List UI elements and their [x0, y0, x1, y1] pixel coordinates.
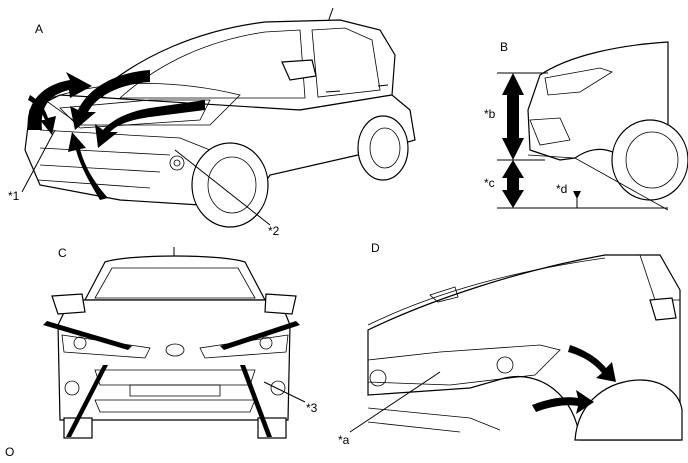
panel-a-letter: A: [35, 22, 43, 36]
dimension-arrow-b: [502, 73, 524, 160]
panel-b: B *b *c *d: [484, 40, 688, 211]
leader-line: [349, 371, 441, 433]
panel-c-letter: C: [58, 246, 67, 260]
leader-line: [174, 149, 271, 226]
pointer-bars: [43, 321, 300, 437]
airflow-arrows: [27, 70, 205, 200]
panel-b-letter: B: [500, 40, 508, 54]
callout-2: *2: [268, 224, 280, 238]
front-corner-illustration: [367, 254, 683, 441]
callout-b: *b: [484, 107, 496, 121]
airflow-arrow: [70, 70, 150, 130]
callout-a: *a: [338, 433, 350, 447]
dimension-arrow-c: [502, 160, 524, 208]
airflow-arrow: [68, 132, 108, 200]
airflow-arrows-d: [532, 345, 616, 414]
airflow-arrow: [532, 390, 594, 414]
bumper-side-illustration: [527, 41, 688, 211]
airflow-arrow: [27, 72, 92, 130]
callout-c: *c: [484, 176, 495, 190]
panel-d: D *a: [338, 241, 683, 447]
airflow-arrow: [28, 95, 56, 135]
panel-c: C: [43, 246, 318, 439]
leader-line: [21, 129, 56, 193]
airflow-arrow: [95, 100, 205, 148]
footer-code: O: [5, 445, 14, 459]
callout-1: *1: [8, 189, 20, 203]
panel-a: A: [8, 7, 416, 238]
leader-line: [263, 381, 306, 403]
callout-d: *d: [556, 182, 567, 196]
panel-d-letter: D: [371, 241, 380, 255]
suv-front-illustration: [51, 247, 297, 439]
callout-3: *3: [306, 401, 318, 415]
airflow-arrow: [568, 345, 616, 382]
